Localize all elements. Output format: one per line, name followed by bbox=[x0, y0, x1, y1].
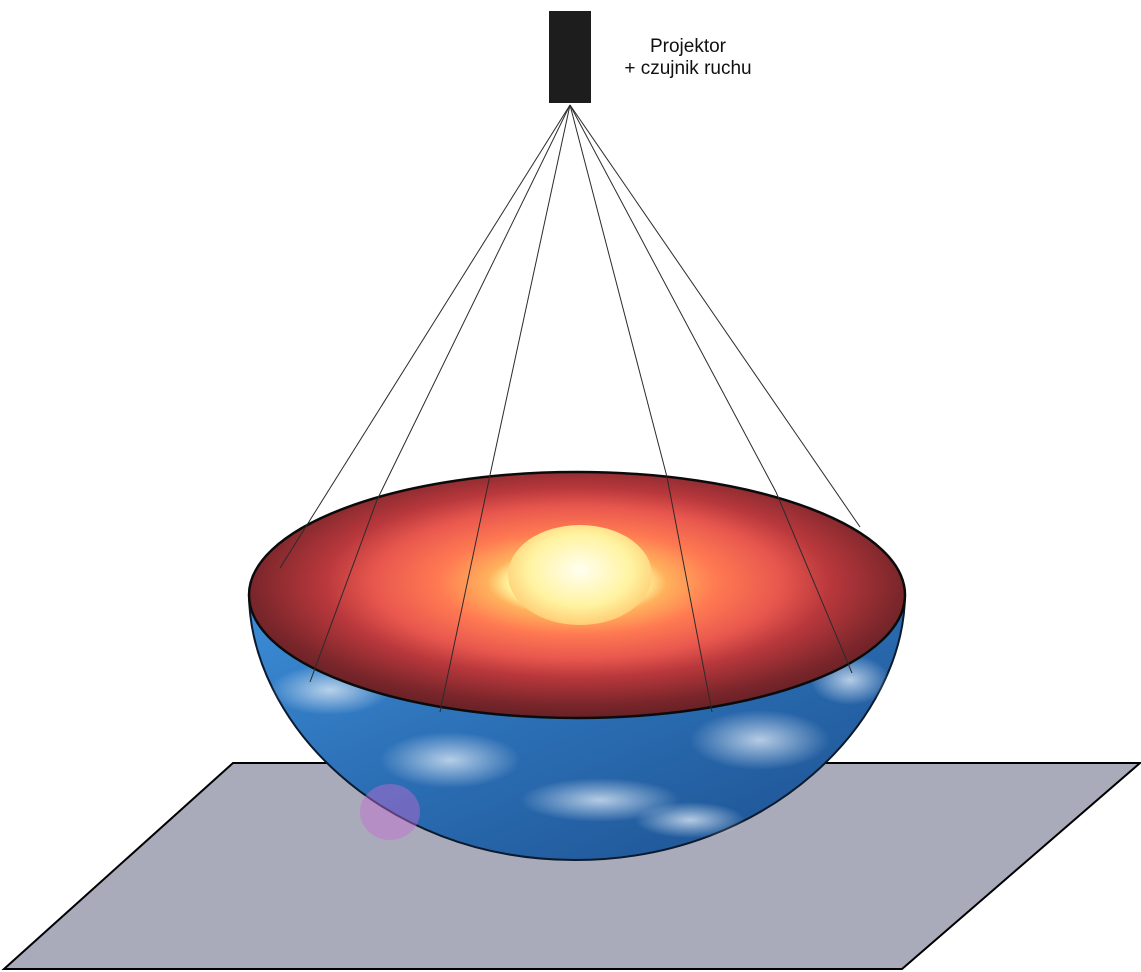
projection-line bbox=[569, 104, 861, 528]
projector-label: Projektor + czujnik ruchu bbox=[578, 36, 798, 80]
projection-line bbox=[376, 104, 571, 501]
projector-label-line1: Projektor bbox=[649, 36, 727, 57]
projection-line bbox=[489, 104, 571, 476]
projection-line bbox=[666, 476, 713, 713]
projection-line bbox=[569, 104, 777, 493]
projector-label-line2: + czujnik ruchu bbox=[624, 58, 752, 79]
projection-line bbox=[309, 499, 378, 683]
projector-box-icon bbox=[549, 11, 591, 103]
projection-line bbox=[775, 491, 853, 674]
inner-core bbox=[508, 525, 652, 625]
projection-line bbox=[569, 104, 668, 478]
projection-line bbox=[439, 474, 491, 713]
projection-lines bbox=[279, 104, 861, 713]
projection-line bbox=[279, 104, 571, 569]
floor-plane bbox=[1, 762, 1141, 970]
